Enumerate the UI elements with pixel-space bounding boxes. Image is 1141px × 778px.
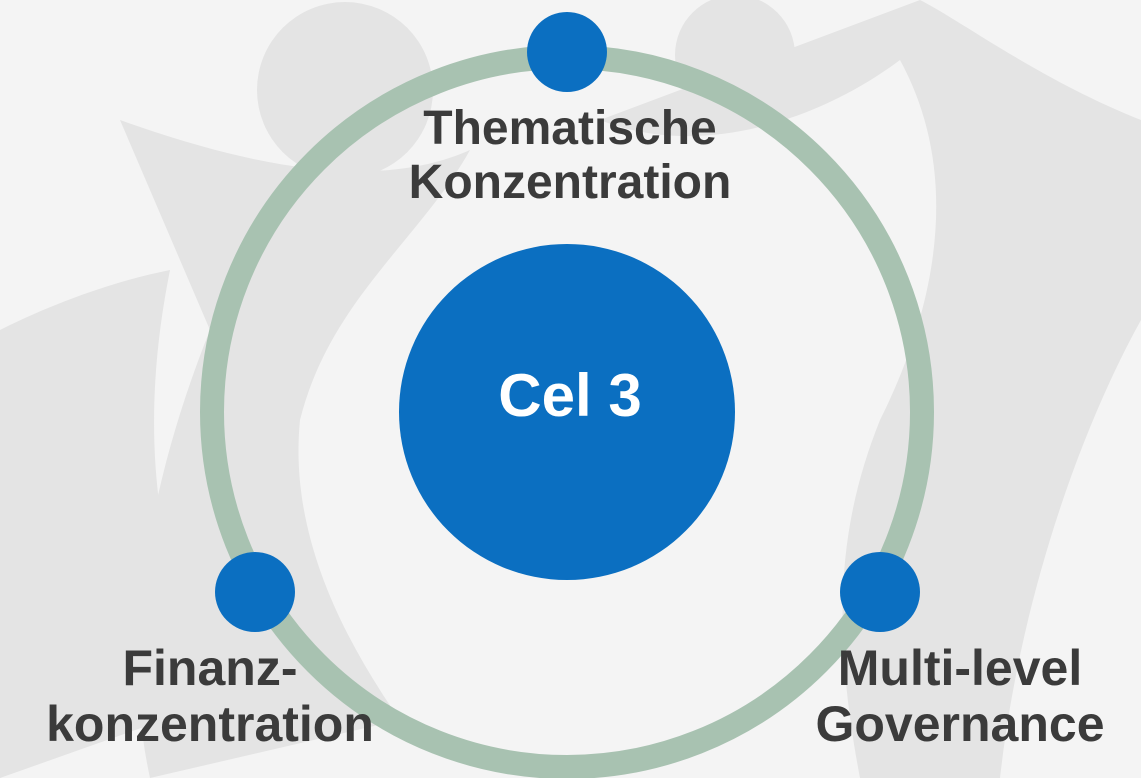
node-label-left: Finanz- konzentration	[0, 640, 420, 752]
node-label-right-line1: Multi-level	[837, 640, 1083, 696]
node-dot-left	[215, 552, 295, 632]
node-label-top-line1: Thematische	[423, 102, 717, 155]
watermark-figure-lower-left	[0, 270, 220, 778]
center-circle	[399, 244, 735, 580]
center-label: Cel 3	[498, 362, 642, 429]
watermark-figure-left	[120, 120, 470, 778]
node-dot-right	[840, 552, 920, 632]
node-label-right-line2: Governance	[815, 696, 1105, 752]
node-label-top: Thematische Konzentration	[370, 102, 770, 210]
node-label-left-line2: konzentration	[46, 696, 374, 752]
node-dot-top	[527, 12, 607, 92]
node-label-top-line2: Konzentration	[408, 155, 732, 209]
watermark-head-left	[257, 2, 433, 178]
node-label-left-line1: Finanz-	[122, 640, 298, 696]
watermark-figure-right	[600, 0, 1141, 778]
node-label-right: Multi-level Governance	[760, 640, 1141, 752]
